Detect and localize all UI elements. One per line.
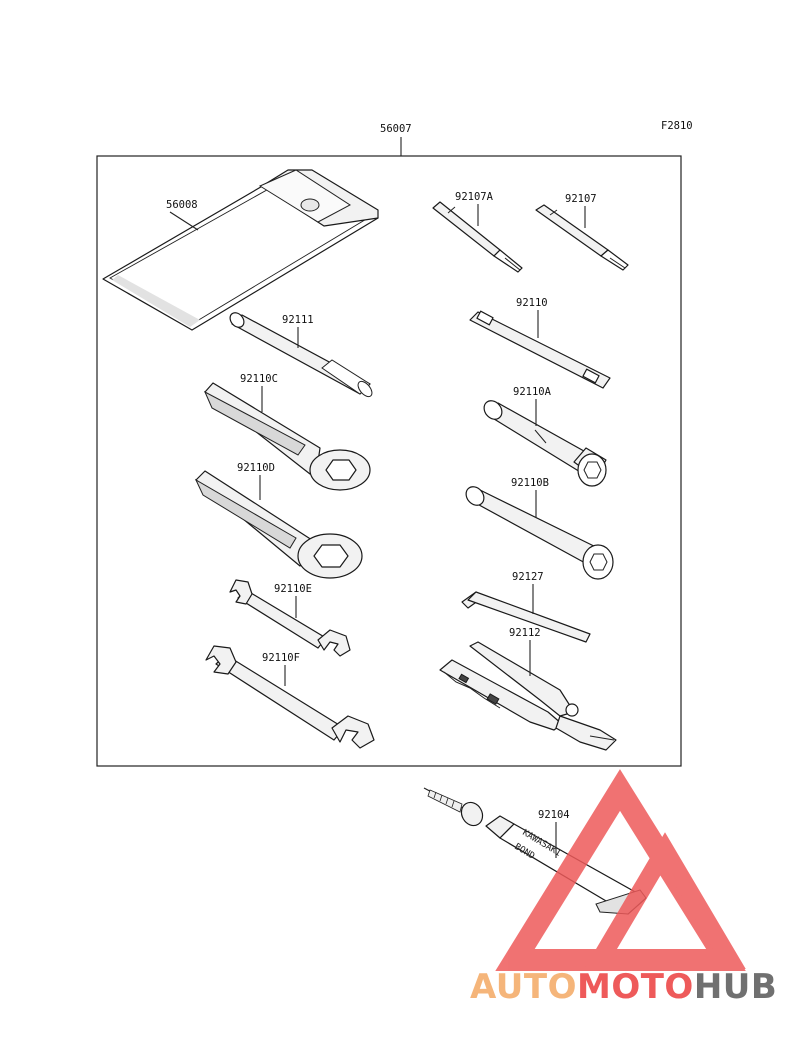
box-wrench-92110d <box>194 470 363 579</box>
watermark-text: AUTOMOTOHUB <box>470 967 777 1007</box>
tool-kit-frame <box>96 155 682 767</box>
label-92110c: 92110C <box>240 373 278 385</box>
figure-code: F2810 <box>661 120 693 132</box>
label-56008: 56008 <box>166 199 198 211</box>
label-92110: 92110 <box>516 297 548 309</box>
label-92110a: 92110A <box>513 386 552 398</box>
handle-bar-92111 <box>229 312 373 398</box>
tool-bag <box>102 169 379 331</box>
snap-button-icon <box>300 198 320 212</box>
label-56007: 56007 <box>380 123 412 135</box>
watermark-logo <box>495 769 746 971</box>
tube-cap-icon <box>460 801 484 827</box>
label-92104: 92104 <box>538 809 570 821</box>
open-end-wrench-92110f <box>205 645 375 749</box>
label-92110b: 92110B <box>511 477 549 489</box>
socket-wrench-92110a <box>483 400 607 487</box>
hex-opening-icon <box>313 544 349 568</box>
warning-triangle-icon <box>584 832 746 969</box>
box-wrench-92110c <box>203 382 371 491</box>
label-92111: 92111 <box>282 314 314 326</box>
screwdriver-bit-92107a <box>432 201 523 273</box>
label-92110d: 92110D <box>237 462 275 474</box>
hex-key-92127 <box>461 591 591 643</box>
label-92112: 92112 <box>509 627 541 639</box>
hex-opening-icon <box>325 459 357 481</box>
label-92110e: 92110E <box>274 583 312 595</box>
pivot-bolt-icon <box>565 703 579 717</box>
label-92127: 92127 <box>512 571 544 583</box>
watermark-text-moto: MOTO <box>577 967 694 1007</box>
open-end-wrench-92110e <box>229 579 351 657</box>
label-92107: 92107 <box>565 193 597 205</box>
watermark-text-auto: AUTO <box>470 967 577 1007</box>
pliers-92112 <box>439 641 617 751</box>
hex-socket-icon <box>583 461 602 479</box>
label-92110f: 92110F <box>262 652 300 664</box>
extension-bar-92110 <box>469 310 611 389</box>
hex-socket-icon <box>589 553 608 571</box>
watermark-text-hub: HUB <box>694 967 777 1007</box>
socket-wrench-92110b <box>465 486 614 580</box>
screwdriver-bit-92107 <box>535 204 629 271</box>
label-92107a: 92107A <box>455 191 494 203</box>
